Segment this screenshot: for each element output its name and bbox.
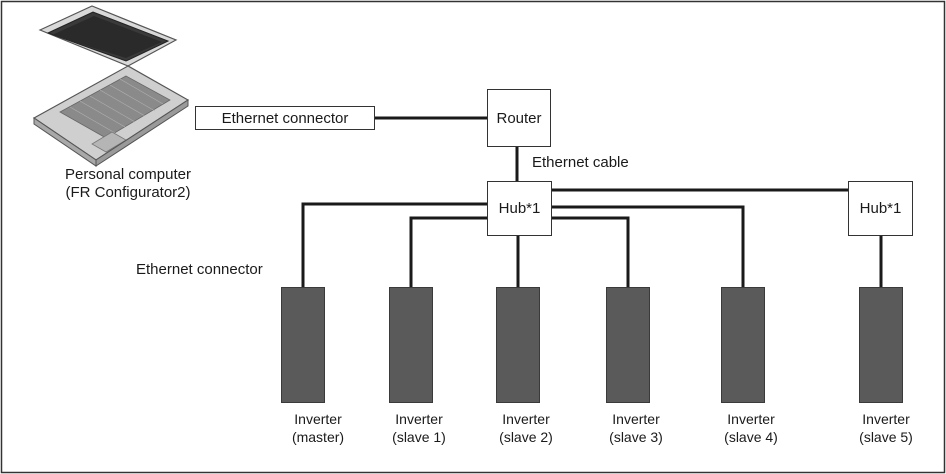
inverter-name: Inverter [727, 411, 775, 427]
inverter-slave-5-label: Inverter (slave 5) [841, 410, 931, 446]
inverter-name: Inverter [612, 411, 660, 427]
inverter-role: (master) [291, 429, 345, 445]
inverter-master-label: Inverter (master) [273, 410, 363, 446]
inverter-role: (slave 2) [499, 429, 553, 445]
ethernet-connector-inverter-label: Ethernet connector [136, 261, 263, 278]
ethernet-connector-pc: Ethernet connector [195, 106, 375, 130]
computer-label: Personal computer (FR Configurator2) [38, 166, 218, 202]
cable-hub-master [301, 202, 487, 287]
hub-main-node: Hub*1 [487, 181, 552, 236]
inverter-name: Inverter [862, 411, 910, 427]
inverter-role: (slave 5) [859, 429, 913, 445]
inverter-role: (slave 4) [724, 429, 778, 445]
computer-label-line1: Personal computer [65, 166, 191, 183]
inverter-slave-1 [389, 287, 433, 403]
inverter-master [281, 287, 325, 403]
cable-hub-slave1 [409, 216, 487, 287]
inverter-name: Inverter [294, 411, 342, 427]
inverter-slave-1-label: Inverter (slave 1) [374, 410, 464, 446]
inverter-slave-4-label: Inverter (slave 4) [706, 410, 796, 446]
inverter-slave-3-label: Inverter (slave 3) [591, 410, 681, 446]
inverter-slave-4 [721, 287, 765, 403]
inverter-slave-2 [496, 287, 540, 403]
inverter-name: Inverter [502, 411, 550, 427]
hub-secondary-node: Hub*1 [848, 181, 913, 236]
inverter-slave-5 [859, 287, 903, 403]
router-node: Router [487, 89, 551, 147]
ethernet-cable-label: Ethernet cable [532, 154, 629, 171]
computer-label-line2: (FR Configurator2) [65, 184, 191, 201]
inverter-slave-2-label: Inverter (slave 2) [481, 410, 571, 446]
cable-hub-slave3 [552, 216, 630, 287]
inverter-role: (slave 3) [609, 429, 663, 445]
inverter-slave-3 [606, 287, 650, 403]
laptop-icon [32, 5, 190, 167]
inverter-role: (slave 1) [392, 429, 446, 445]
cable-hub-slave4 [552, 205, 745, 287]
inverter-name: Inverter [395, 411, 443, 427]
